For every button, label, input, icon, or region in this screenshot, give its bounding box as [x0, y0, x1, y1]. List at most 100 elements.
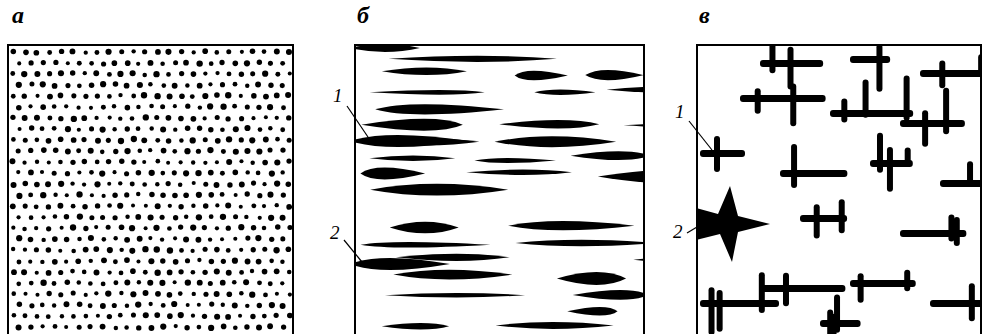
precipitate-dot [215, 71, 219, 75]
precipitate-dot [192, 50, 196, 54]
precipitate-dot [34, 247, 39, 252]
precipitate-dot [149, 170, 155, 176]
precipitate-dot [66, 61, 70, 65]
precipitate-dot [95, 93, 100, 98]
precipitate-dot [46, 138, 52, 144]
precipitate-dot [29, 215, 34, 220]
precipitate-dot [179, 93, 185, 99]
precipitate-dot [280, 215, 286, 221]
precipitate-dot [28, 170, 34, 176]
lamella [499, 120, 599, 128]
panel-letter: б [357, 3, 369, 27]
panel-frame [8, 45, 293, 334]
precipitate-dot [148, 148, 152, 152]
precipitate-dot [41, 238, 45, 242]
precipitate-dot [112, 303, 117, 308]
precipitate-dot [22, 227, 27, 232]
precipitate-dot [137, 236, 143, 242]
precipitate-dot [107, 247, 113, 253]
precipitate-dot [119, 291, 123, 295]
precipitate-dot [274, 313, 279, 318]
precipitate-dot [207, 147, 213, 153]
precipitate-dot [155, 159, 160, 164]
precipitate-dot [149, 104, 154, 109]
precipitate-dot [59, 49, 64, 54]
precipitate-dot [250, 160, 254, 164]
precipitate-dot [124, 192, 129, 197]
precipitate-dot [239, 116, 244, 121]
precipitate-dot [124, 171, 129, 176]
lamella [390, 222, 459, 234]
precipitate-dot [209, 214, 214, 219]
precipitate-dot [131, 313, 136, 318]
precipitate-dot [71, 204, 76, 209]
precipitate-dot [58, 116, 63, 121]
precipitate-dot [76, 106, 80, 110]
precipitate-dot [256, 324, 262, 330]
precipitate-bar [900, 120, 965, 127]
precipitate-dot [113, 259, 118, 264]
precipitate-dot [233, 149, 239, 155]
precipitate-dot [232, 280, 237, 285]
precipitate-dot [125, 105, 131, 111]
precipitate-dot [286, 204, 292, 210]
precipitate-dot [262, 160, 268, 166]
precipitate-dot [203, 71, 207, 75]
precipitate-dot [168, 204, 172, 208]
precipitate-dot [221, 259, 226, 264]
precipitate-dot [124, 325, 128, 329]
precipitate-dot [280, 127, 285, 132]
precipitate-dot [160, 237, 164, 241]
precipitate-dot [203, 203, 209, 209]
precipitate-dot [125, 303, 129, 307]
lamella [557, 272, 626, 285]
precipitate-dot [11, 226, 15, 230]
precipitate-dot [35, 271, 39, 275]
precipitate-dot [83, 226, 88, 231]
precipitate-dot [52, 303, 56, 307]
precipitate-dot [257, 280, 262, 285]
precipitate-dot [256, 259, 262, 265]
precipitate-dot [108, 115, 112, 119]
precipitate-dot [77, 213, 83, 219]
precipitate-dot [275, 292, 279, 296]
lamella [370, 184, 508, 196]
precipitate-dot [142, 49, 147, 54]
precipitate-dot [16, 170, 20, 174]
precipitate-dot [280, 83, 285, 88]
lamella [585, 70, 643, 80]
precipitate-dot [262, 71, 268, 77]
precipitate-bar [783, 273, 789, 307]
precipitate-dot [95, 138, 101, 144]
precipitate-dot [100, 215, 105, 220]
precipitate-dot [221, 303, 225, 307]
precipitate-dot [53, 193, 57, 197]
precipitate-dot [167, 313, 173, 319]
lamella [382, 323, 449, 330]
precipitate-dot [34, 182, 40, 188]
precipitate-dot [202, 48, 208, 54]
precipitate-dot [269, 237, 274, 242]
precipitate-dot [287, 225, 292, 230]
precipitate-dot [137, 82, 143, 88]
precipitate-dot [83, 94, 88, 99]
precipitate-dot [251, 225, 257, 231]
cross-structure [698, 46, 980, 334]
precipitate-dot [238, 314, 242, 318]
precipitate-dot [82, 270, 87, 275]
precipitate-dot [94, 269, 100, 275]
precipitate-dot [52, 104, 57, 109]
precipitate-dot [118, 181, 122, 185]
precipitate-dot [268, 126, 272, 130]
precipitate-dot [65, 149, 71, 155]
precipitate-dot [185, 258, 190, 263]
precipitate-dot [225, 92, 231, 98]
precipitate-bar [876, 46, 882, 92]
precipitate-dot [197, 325, 202, 330]
precipitate-dot [18, 127, 22, 131]
precipitate-dot [171, 301, 177, 307]
precipitate-dot [160, 171, 165, 176]
precipitate-dot [77, 237, 82, 242]
precipitate-dot [286, 158, 291, 163]
precipitate-bar [839, 199, 845, 233]
